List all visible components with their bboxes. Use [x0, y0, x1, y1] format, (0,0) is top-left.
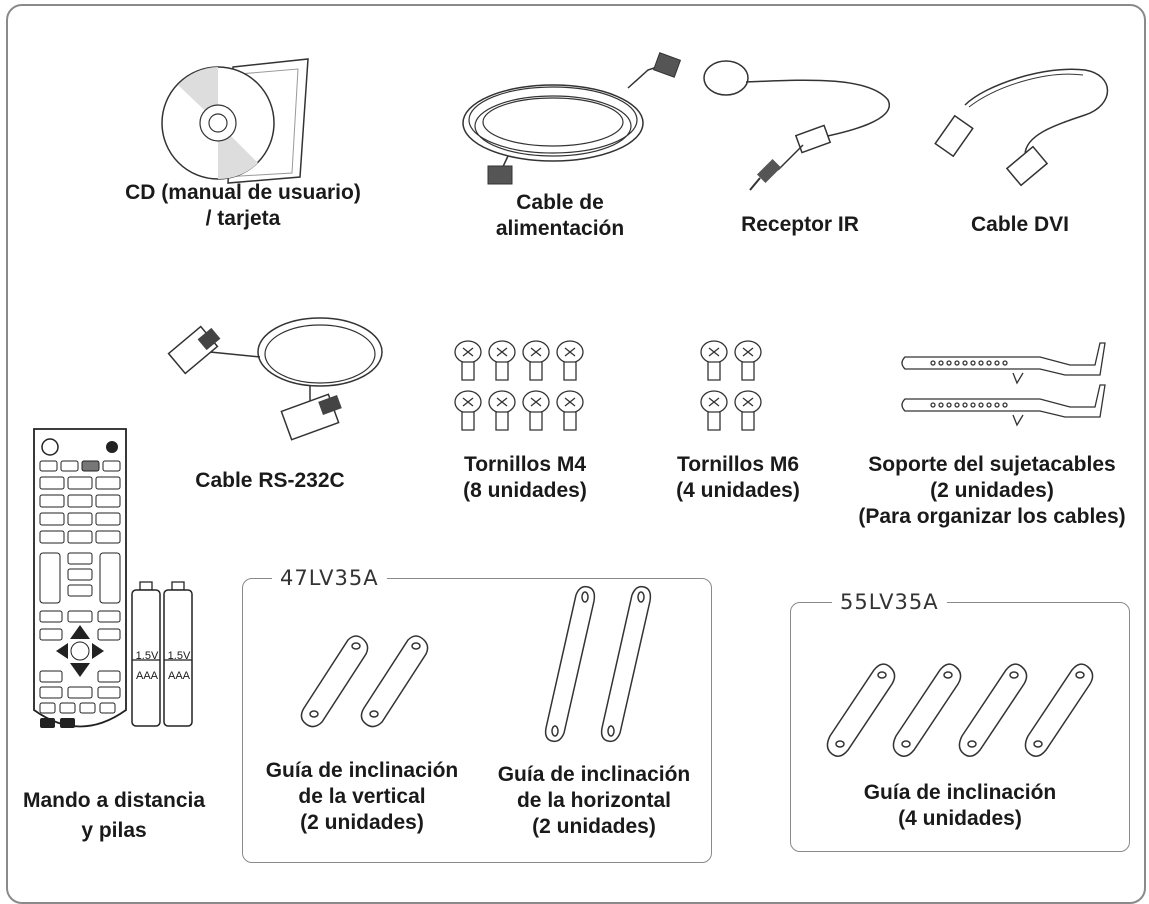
m6-screws-label: Tornillos M6(4 unidades)	[676, 453, 800, 502]
cd-label: CD (manual de usuario)/ tarjeta	[125, 181, 361, 230]
vertical-tilt-guide-illustration	[290, 635, 429, 728]
dvi-cable-illustration	[925, 45, 1125, 205]
battery-2-type: AAA	[167, 670, 190, 682]
tilt-guide-illustration	[818, 663, 1094, 757]
battery-2-voltage: 1.5V	[167, 650, 191, 662]
dvi-cable-label: Cable DVI	[970, 213, 1070, 236]
cable-holder-illustration	[901, 335, 1115, 426]
m4-screws-label: Tornillos M4(8 unidades)	[463, 453, 587, 502]
m6-screws-illustration	[700, 340, 762, 431]
tilt-guide-label: Guía de inclinación(4 unidades)	[863, 781, 1057, 830]
horizontal-tilt-guide-illustration	[538, 585, 652, 743]
remote-control-illustration	[30, 425, 130, 728]
ir-receiver-label: Receptor IR	[741, 213, 859, 236]
rs232c-cable-label: Cable RS-232C	[195, 469, 345, 492]
group-55lv35a	[790, 602, 1130, 852]
group-47lv35a	[242, 578, 712, 863]
group-47lv35a-title: 47LV35A	[272, 566, 387, 590]
group-55lv35a-title: 55LV35A	[832, 590, 947, 614]
battery-1-type: AAA	[135, 670, 158, 682]
battery-1-illustration	[130, 580, 162, 730]
rs232c-cable-illustration	[160, 302, 390, 452]
m4-screws-illustration	[454, 340, 584, 431]
power-cable-illustration	[448, 48, 688, 188]
battery-2-illustration	[162, 580, 194, 730]
battery-1-voltage: 1.5V	[135, 650, 159, 662]
cable-holder-label: Soporte del sujetacables(2 unidades)(Par…	[858, 453, 1126, 528]
cd-illustration	[158, 55, 318, 185]
ir-receiver-illustration	[698, 40, 898, 200]
